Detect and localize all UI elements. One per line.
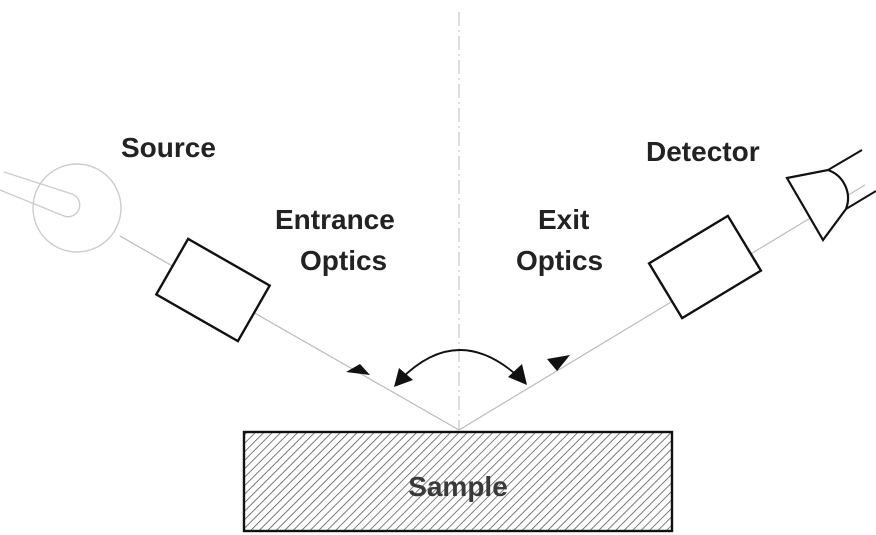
sample-block	[242, 430, 674, 533]
exit-optics-label-line2: Optics	[516, 245, 603, 276]
source-lamp-icon	[0, 163, 122, 253]
sample-label: Sample	[408, 471, 508, 502]
detector-label: Detector	[646, 136, 760, 167]
exit-optics-box	[647, 214, 763, 320]
angle-arrowhead-right	[508, 364, 527, 385]
angle-arc	[399, 349, 523, 381]
reflected-beam	[458, 184, 866, 431]
source-label: Source	[121, 132, 216, 163]
entrance-optics-box	[154, 237, 272, 343]
reflected-beam-arrowhead	[547, 355, 570, 371]
exit-optics-label-line1: Exit	[538, 204, 589, 235]
detector-icon	[785, 149, 876, 242]
incident-beam-arrowhead	[346, 364, 370, 375]
entrance-optics-label-line1: Entrance	[275, 204, 395, 235]
incident-beam	[119, 235, 460, 431]
entrance-optics-label-line2: Optics	[300, 245, 387, 276]
angle-arrowhead-left	[394, 368, 413, 387]
